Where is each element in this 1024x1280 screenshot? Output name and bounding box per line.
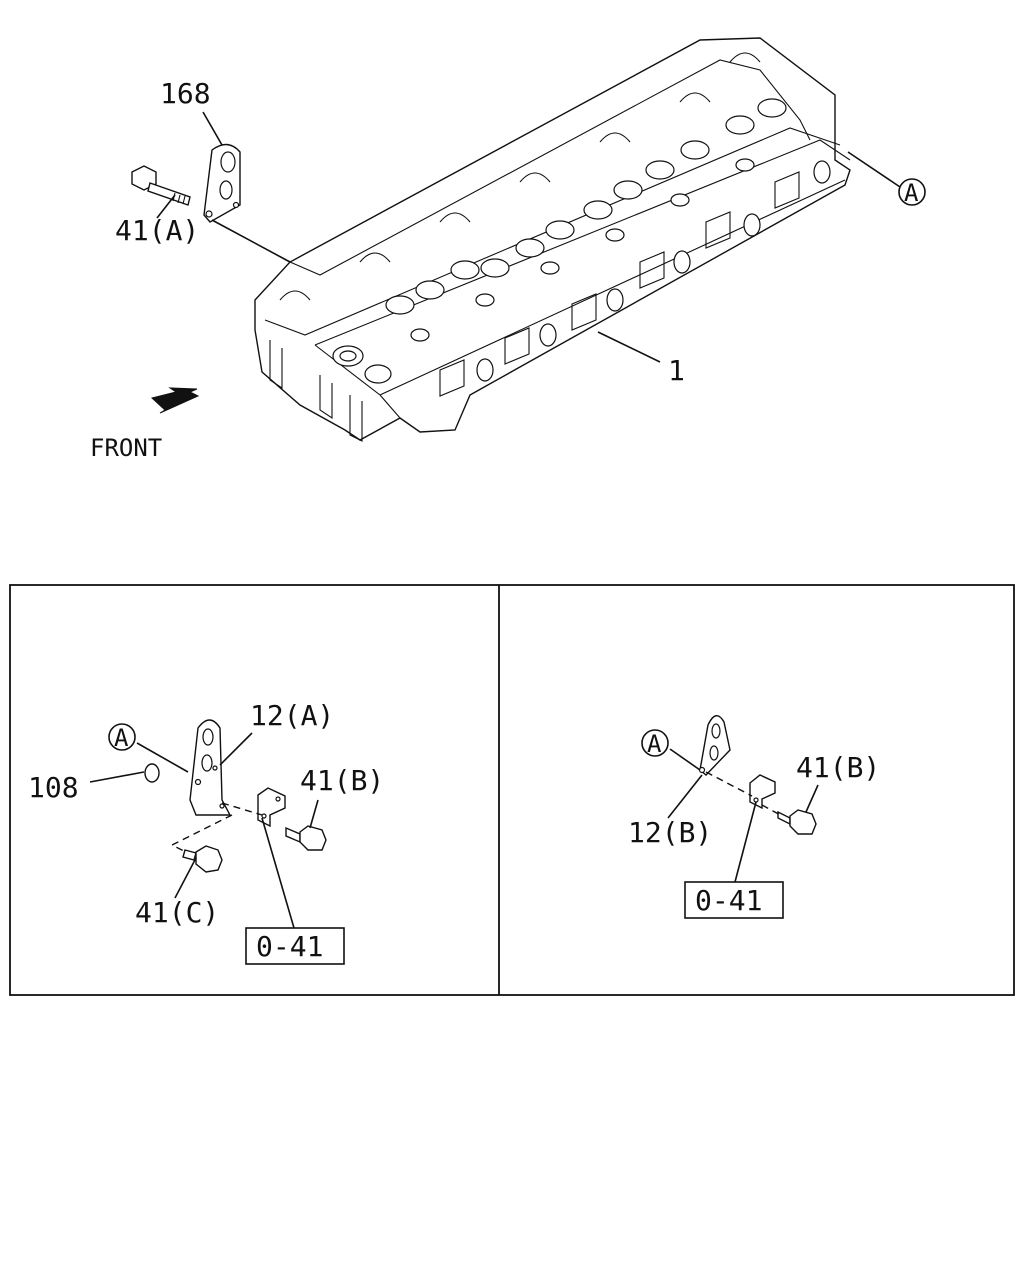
detail-left: A 12(A) 108 41(B) 41(C) 0-41 — [28, 699, 384, 965]
ref-marker-a-left: A — [108, 723, 136, 752]
leader-168 — [202, 111, 223, 146]
label-41b-left: 41(B) — [300, 764, 384, 797]
label-12b: 12(B) — [628, 816, 712, 849]
label-1: 1 — [668, 354, 685, 387]
leader-bracket-to-head — [211, 219, 291, 263]
svg-text:0-41: 0-41 — [256, 930, 323, 963]
valve-ports — [385, 98, 787, 342]
ref-box-left: 0-41 — [245, 927, 345, 965]
leader-a-main — [847, 151, 901, 188]
leader-1 — [597, 331, 661, 363]
label-41c: 41(C) — [135, 896, 219, 929]
bolt-41c — [182, 849, 197, 861]
svg-text:A: A — [904, 179, 919, 207]
oring-108 — [144, 763, 160, 783]
svg-text:0-41: 0-41 — [695, 884, 762, 917]
label-41a: 41(A) — [115, 214, 199, 247]
label-41b-right: 41(B) — [796, 751, 880, 784]
clip-bracket-right — [749, 774, 776, 810]
exhaust-ports — [439, 160, 831, 397]
label-108: 108 — [28, 771, 79, 804]
bolt-41b-right — [777, 810, 791, 826]
label-front: FRONT — [90, 434, 162, 462]
bracket-12b — [699, 715, 731, 776]
cylinder-head — [254, 37, 851, 442]
ref-marker-a-right: A — [641, 729, 669, 758]
ref-box-right: 0-41 — [684, 881, 784, 919]
bracket-168 — [203, 143, 241, 223]
bolt-41b-left — [285, 826, 301, 844]
label-168: 168 — [160, 77, 211, 110]
detail-frame — [9, 584, 1015, 996]
leader-41a — [156, 194, 176, 219]
svg-text:A: A — [647, 730, 662, 758]
ref-marker-a-main: A — [898, 178, 926, 207]
label-12a: 12(A) — [250, 699, 334, 732]
svg-text:A: A — [114, 724, 129, 752]
bolt-41a — [131, 165, 191, 206]
detail-right: A 12(B) 41(B) 0-41 — [628, 715, 880, 919]
front-arrow-icon — [150, 387, 200, 414]
